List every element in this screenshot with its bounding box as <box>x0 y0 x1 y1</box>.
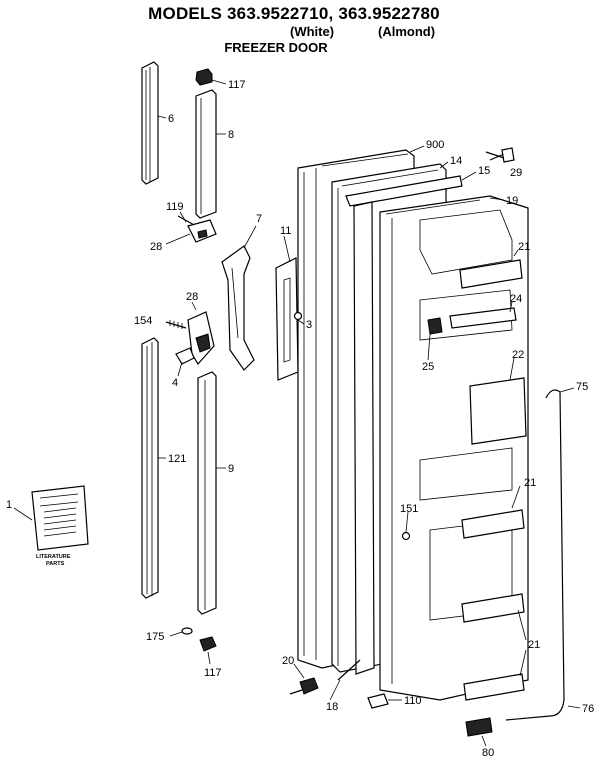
variant-almond: (Almond) <box>378 24 436 39</box>
callout-29: 29 <box>510 167 522 179</box>
part-3-screw[interactable] <box>293 311 303 321</box>
callout-175: 175 <box>146 631 164 643</box>
callout-9: 9 <box>228 463 234 475</box>
diagram-subtitle: FREEZER DOOR <box>224 40 328 55</box>
callout-28-top: 28 <box>150 241 162 253</box>
callout-14: 14 <box>450 155 462 167</box>
callout-24: 24 <box>510 293 522 305</box>
part-20-hinge-pin[interactable] <box>289 677 319 695</box>
part-28-bracket-top[interactable] <box>187 219 217 243</box>
part-29-fastener[interactable] <box>485 147 515 163</box>
part-21-shelf-top[interactable] <box>459 259 523 289</box>
callout-19: 19 <box>506 195 518 207</box>
callout-7: 7 <box>256 213 262 225</box>
part-175-screw[interactable] <box>181 627 193 635</box>
callout-80: 80 <box>482 747 494 759</box>
callout-117-bottom: 117 <box>204 667 222 679</box>
callout-20: 20 <box>282 655 294 667</box>
part-9-long-strip[interactable] <box>197 371 217 615</box>
callout-28-bottom: 28 <box>186 291 198 303</box>
callout-117-top: 117 <box>228 79 246 91</box>
diagram-title: MODELS 363.9522710, 363.9522780 <box>148 4 440 23</box>
callout-8: 8 <box>228 129 234 141</box>
part-8-handle-strip[interactable] <box>195 89 217 219</box>
part-7-handle[interactable] <box>221 245 255 371</box>
part-22-panel[interactable] <box>469 377 527 445</box>
callout-11: 11 <box>280 225 291 237</box>
callout-22: 22 <box>512 349 524 361</box>
callout-154: 154 <box>134 315 152 327</box>
callout-75: 75 <box>576 381 588 393</box>
part-151-screw[interactable] <box>401 531 411 541</box>
callout-21-bottom: 21 <box>528 639 540 651</box>
part-28-bracket-bottom[interactable] <box>187 311 215 366</box>
part-117-end-cap-top[interactable] <box>195 68 213 86</box>
callout-110: 110 <box>404 695 422 707</box>
part-4-clip[interactable] <box>175 347 195 365</box>
callout-3: 3 <box>306 319 312 331</box>
callout-1: 1 <box>6 499 12 511</box>
part-6-trim-strip[interactable] <box>141 61 159 185</box>
callout-900: 900 <box>426 139 444 151</box>
callout-21-top: 21 <box>518 241 530 253</box>
part-21-shelf-bottom[interactable] <box>463 673 525 701</box>
part-75-rod[interactable] <box>505 389 565 721</box>
part-11-hinge-plate[interactable] <box>275 257 299 381</box>
literature-booklet[interactable] <box>31 485 89 551</box>
callout-4: 4 <box>172 377 178 389</box>
callout-labels: 6 117 8 119 28 7 11 900 14 15 29 19 21 2… <box>6 79 594 759</box>
part-18-seal[interactable] <box>337 659 361 681</box>
callout-121: 121 <box>168 453 186 465</box>
part-80-hinge-cap[interactable] <box>465 717 493 737</box>
part-15-breaker-strip[interactable] <box>345 175 463 675</box>
literature-label-line1: LITERATURE <box>36 554 71 560</box>
callout-25: 25 <box>422 361 434 373</box>
callout-18: 18 <box>326 701 338 713</box>
callout-21-middle: 21 <box>524 477 536 489</box>
leader-lines <box>13 79 581 747</box>
part-121-long-strip[interactable] <box>141 337 159 599</box>
part-110-stop[interactable] <box>367 693 389 709</box>
part-154-screw[interactable] <box>165 320 187 329</box>
callout-6: 6 <box>168 113 174 125</box>
part-25-clip[interactable] <box>427 317 443 335</box>
callout-151: 151 <box>400 503 418 515</box>
literature-label-line2: PARTS <box>46 561 65 567</box>
variant-white: (White) <box>290 24 335 39</box>
part-21-shelf-lower[interactable] <box>461 593 525 623</box>
callout-76: 76 <box>582 703 594 715</box>
part-117-end-cap-bottom[interactable] <box>199 636 217 652</box>
callout-119: 119 <box>166 201 184 213</box>
part-21-shelf-middle[interactable] <box>461 509 525 539</box>
part-24-rod[interactable] <box>449 307 517 329</box>
callout-15: 15 <box>478 165 490 177</box>
